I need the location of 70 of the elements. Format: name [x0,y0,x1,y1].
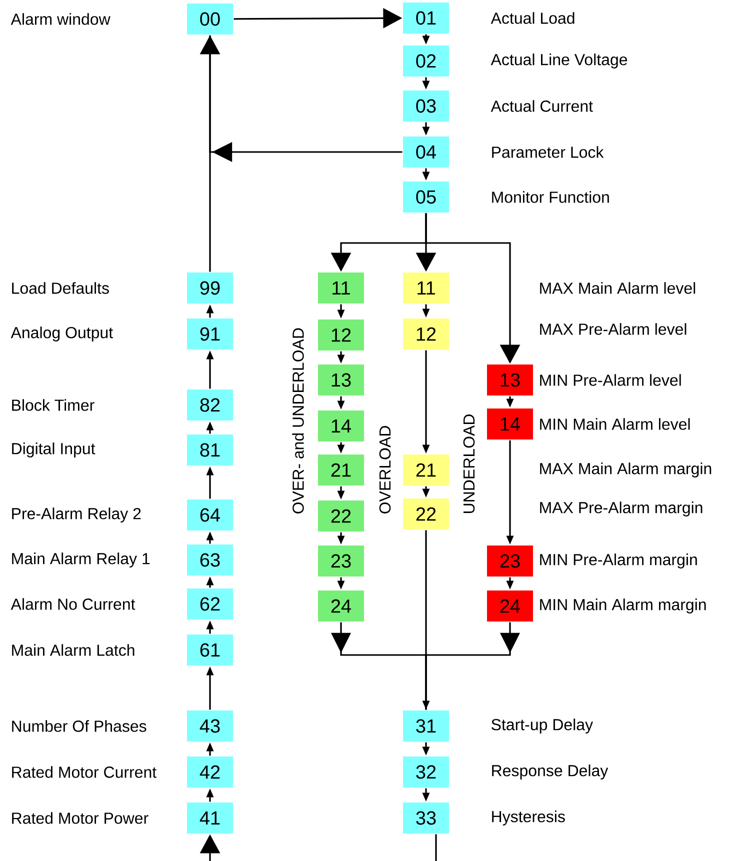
item-label: Parameter Lock [492,146,604,158]
number-box: 82 [187,390,233,420]
item-label: Response Delay [492,764,608,780]
parameter-label: Block Timer [12,399,94,411]
number-box: 11 [318,272,364,304]
number-box: 33 [403,802,449,834]
item-label: MIN Pre-Alarm margin [540,554,697,568]
number-box: 43 [187,710,233,742]
arrow [425,622,520,710]
item-label: MIN Main Alarm margin [540,598,706,614]
number-box: 04 [403,136,449,168]
number-box: 14 [318,410,364,442]
item-label: Rated Motor Current [12,766,156,778]
number-box: 01 [403,2,449,34]
number-box: 81 [187,434,233,466]
parameter-label: Digital Input [12,442,96,458]
item-label: Actual Line Voltage [490,54,628,68]
number-box: 31 [403,710,449,742]
item-label: MIN Pre-Alarm level [540,374,681,386]
number-box: 13 [487,364,533,396]
number-box: 21 [403,454,449,486]
number-box: 13 [318,364,364,396]
item-label: Alarm No Current [10,598,136,610]
item-label: Rated Motor Power [12,812,148,824]
number-box: 00 [187,4,233,34]
item-label: Main Alarm Relay 1 [12,552,150,568]
group-label: OVERLOAD [379,426,391,514]
number-box: 91 [187,318,233,350]
item-label: Main Alarm Latch [12,644,134,656]
number-box: 64 [187,500,233,530]
item-label: Number Of Phases [12,720,146,732]
item-label: Hysteresis [492,810,565,826]
parameter-label: MAX Pre-Alarm margin [540,502,702,516]
number-box: 42 [187,756,233,788]
number-box: 05 [403,182,449,212]
number-box: 23 [318,546,364,576]
number-box: 11 [403,272,449,304]
number-box: 22 [318,500,364,532]
group-label: UNDERLOAD [463,414,475,513]
arrow [209,35,402,162]
number-box: 24 [318,590,364,622]
number-box: 02 [403,46,449,76]
number-box: 21 [318,454,364,486]
number-box: 24 [487,590,533,622]
item-label: Start-up Delay [492,718,593,734]
parameter-label: Alarm window [10,13,110,25]
number-box: 03 [403,90,449,122]
number-box: 12 [403,318,449,350]
number-box: 23 [487,546,533,576]
parameter-label: MAX Main Alarm margin [540,462,712,478]
item-label: Pre-Alarm Relay 2 [12,508,141,522]
parameter-label: Analog Output [10,326,113,342]
item-label: Actual Load [490,12,574,24]
number-box: 12 [318,320,364,350]
parameter-label: MAX Main Alarm level [540,282,696,294]
item-label: MIN Main Alarm level [540,418,690,430]
item-label: Actual Current [490,100,593,112]
number-box: 32 [403,756,449,788]
number-box: 41 [187,802,233,834]
parameter-label: Load Defaults [12,282,109,294]
number-box: 62 [187,588,233,620]
connector-line [435,834,437,861]
number-box: 14 [487,408,533,440]
parameter-label: MAX Pre-Alarm level [540,323,686,335]
group-label: OVER- and UNDERLOAD [292,328,304,514]
number-box: 61 [187,634,233,666]
number-box: 63 [187,544,233,576]
number-box: 99 [187,272,233,304]
number-box: 22 [403,498,449,530]
item-label: Monitor Function [492,191,609,203]
